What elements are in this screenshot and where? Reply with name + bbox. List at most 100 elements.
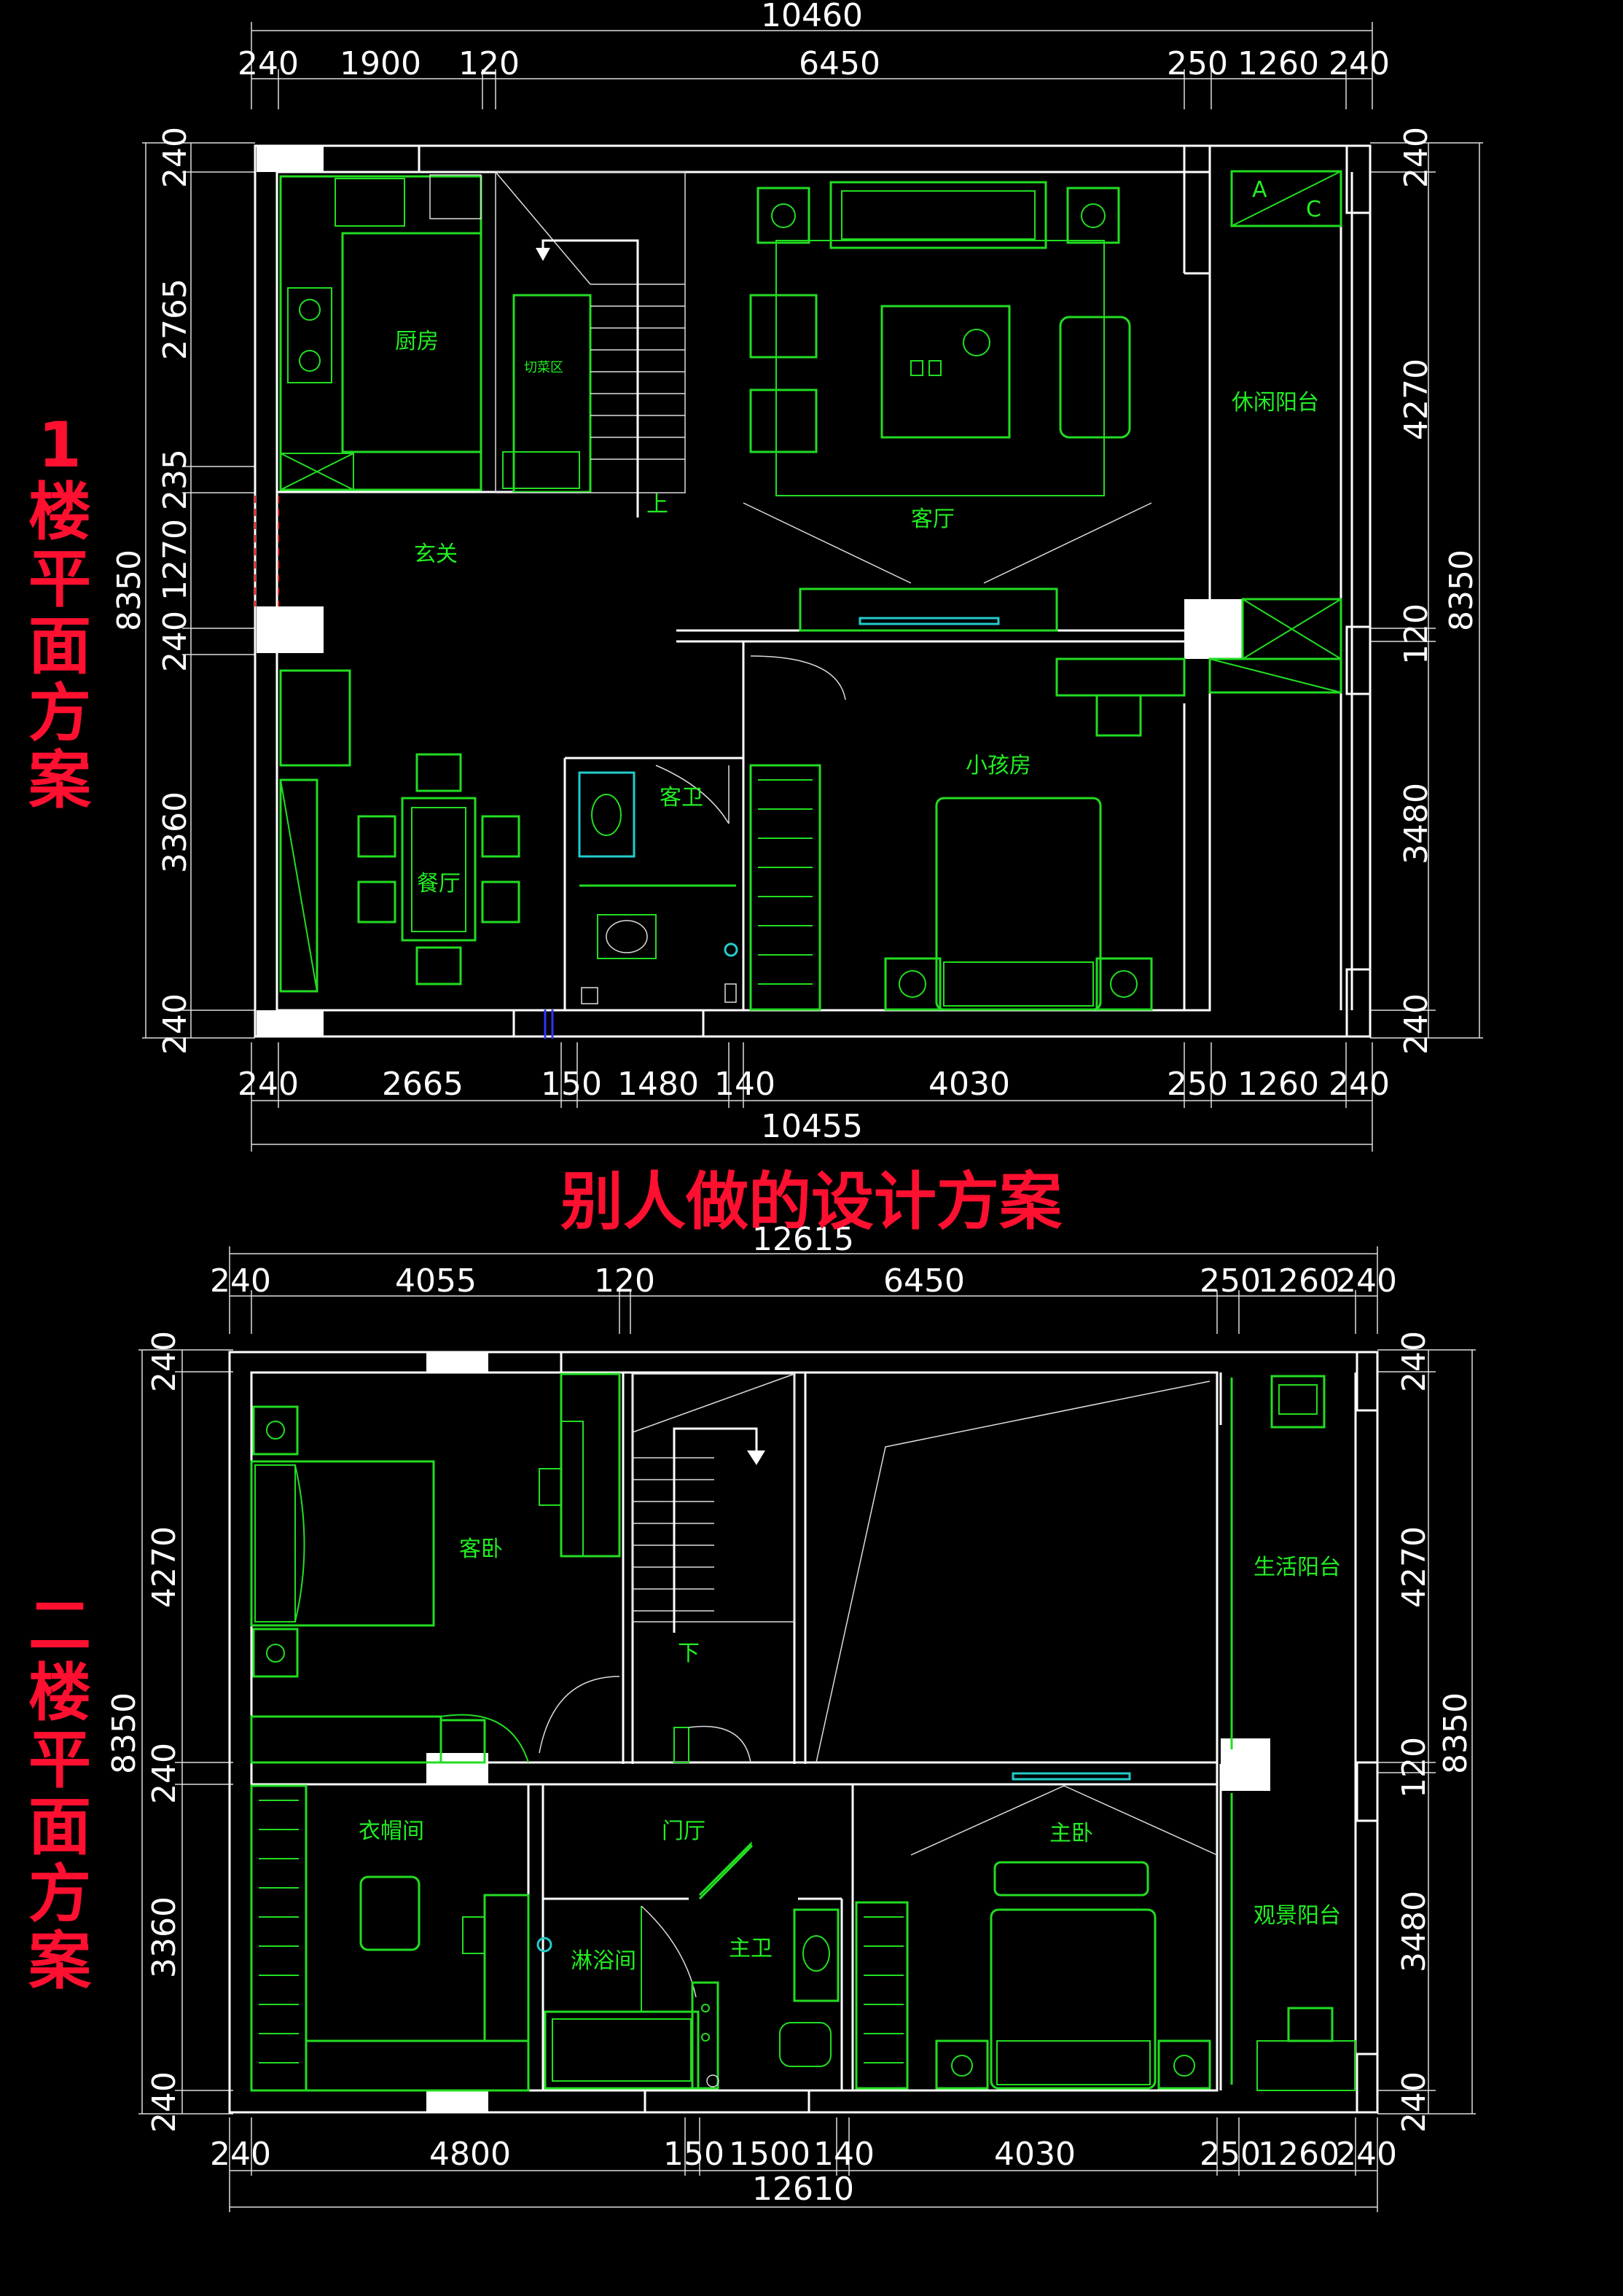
floor1-top-dim: 6450 bbox=[799, 45, 880, 82]
floor2-top-dim: 250 bbox=[1200, 1262, 1261, 1300]
floor1-top-dim: 240 bbox=[238, 45, 299, 82]
floor2-top-dimensions: 12615 240 4055 120 6450 250 1260 240 bbox=[210, 1221, 1397, 1334]
room-label-prep-area: 切菜区 bbox=[524, 360, 563, 375]
floor1-room-labels: 厨房 切菜区 客厅 休闲阳台 玄关 客卫 小孩房 餐厅 上 bbox=[395, 329, 1319, 897]
floor1-top-dim: 120 bbox=[458, 45, 520, 82]
room-label-shower: 淋浴间 bbox=[571, 1948, 636, 1974]
floor1-left-total: 8350 bbox=[111, 550, 148, 631]
floor2-bottom-dim: 240 bbox=[210, 2136, 271, 2173]
floor2-right-dim: 3480 bbox=[1396, 1891, 1433, 1972]
floor2-master-bedroom bbox=[855, 1772, 1218, 2090]
floor2-room-labels: 客卧 生活阳台 衣帽间 门厅 主卧 观景阳台 淋浴间 主卫 下 bbox=[359, 1536, 1341, 1974]
floor1-top-dim: 250 bbox=[1167, 45, 1228, 82]
floor2-right-dimensions: 8350 240 4270 120 3480 240 bbox=[1377, 1331, 1476, 2133]
floor2-left-dim: 240 bbox=[146, 1331, 183, 1392]
floor2-bottom-dim: 4030 bbox=[994, 2136, 1076, 2173]
floor2-left-total: 8350 bbox=[106, 1692, 143, 1774]
floor1-bottom-total: 10455 bbox=[761, 1108, 863, 1145]
floor2-top-dim: 6450 bbox=[883, 1262, 965, 1300]
floor1-bottom-dim: 140 bbox=[714, 1066, 775, 1103]
floor2-right-total: 8350 bbox=[1437, 1692, 1474, 1774]
room-label-guest-bedroom: 客卧 bbox=[459, 1536, 503, 1562]
floor2-plan: 12615 240 4055 120 6450 250 1260 240 835… bbox=[106, 1221, 1476, 2212]
floor1-right-dim: 240 bbox=[1398, 993, 1435, 1055]
floor2-top-total: 12615 bbox=[752, 1221, 854, 1258]
floor1-plan: 10460 240 1900 120 6450 250 1260 240 835… bbox=[111, 0, 1483, 1152]
floor1-bottom-dim: 150 bbox=[541, 1066, 602, 1103]
floor1-bottom-dim: 2665 bbox=[382, 1066, 464, 1103]
floor2-left-dim: 4270 bbox=[146, 1526, 183, 1608]
floor2-top-dim: 240 bbox=[210, 1262, 271, 1300]
floor2-walls bbox=[228, 1351, 1379, 2114]
floor2-right-dim: 240 bbox=[1396, 1331, 1433, 1392]
floor2-stairs bbox=[632, 1373, 795, 1763]
floor2-top-dim: 240 bbox=[1336, 1262, 1397, 1300]
room-label-guest-bath: 客卫 bbox=[660, 785, 703, 811]
floor1-right-dimensions: 8350 240 4270 120 3480 240 bbox=[1370, 127, 1483, 1055]
room-label-master-bath: 主卫 bbox=[729, 1936, 773, 1961]
floor1-left-dim: 240 bbox=[157, 611, 194, 672]
floor2-bottom-dim: 240 bbox=[1336, 2136, 1397, 2173]
floor2-top-dim: 4055 bbox=[395, 1262, 477, 1300]
floor1-left-dim: 240 bbox=[157, 993, 194, 1055]
floor2-left-dim: 3360 bbox=[146, 1897, 183, 1978]
floor1-bottom-dim: 240 bbox=[238, 1066, 299, 1103]
floor2-right-dim: 240 bbox=[1396, 2072, 1433, 2133]
floor1-dining bbox=[279, 669, 520, 993]
floor1-top-dim: 1260 bbox=[1237, 45, 1319, 82]
floor2-left-dim: 240 bbox=[146, 2072, 183, 2133]
room-label-living: 客厅 bbox=[911, 507, 955, 532]
floor2-cloakroom bbox=[250, 1784, 530, 2092]
stairs-up-mark: 上 bbox=[646, 492, 668, 518]
floor1-bottom-dim: 250 bbox=[1167, 1066, 1228, 1103]
room-label-view-balcony: 观景阳台 bbox=[1254, 1903, 1341, 1929]
floor1-guest-bath bbox=[544, 765, 738, 1039]
room-label-cloakroom: 衣帽间 bbox=[359, 1819, 424, 1844]
floor2-bottom-dimensions: 240 4800 150 1500 140 4030 250 1260 240 … bbox=[210, 2117, 1397, 2212]
floor2-top-dim: 1260 bbox=[1258, 1262, 1340, 1300]
floor1-bottom-dimensions: 240 2665 150 1480 140 4030 250 1260 240 … bbox=[238, 1042, 1390, 1152]
cabinet-label-a: A bbox=[1252, 177, 1267, 203]
floor1-kitchen bbox=[279, 174, 592, 493]
floor1-top-dim: 1900 bbox=[340, 45, 421, 82]
floor1-balcony: A C bbox=[1208, 170, 1342, 694]
floor2-view-balcony bbox=[1230, 1793, 1356, 2091]
room-label-master-bedroom: 主卧 bbox=[1049, 1821, 1093, 1846]
floor2-utility-balcony bbox=[1230, 1375, 1326, 1749]
cabinet-label-c: C bbox=[1306, 197, 1321, 222]
floor1-walls bbox=[254, 144, 1372, 1038]
room-label-kitchen: 厨房 bbox=[395, 329, 439, 354]
floor1-bottom-dim: 240 bbox=[1329, 1066, 1390, 1103]
center-title: 别人做的设计方案 bbox=[560, 1165, 1063, 1238]
floor1-top-total: 10460 bbox=[761, 0, 863, 34]
floor1-living-room bbox=[743, 181, 1152, 632]
floor1-right-dim: 120 bbox=[1398, 604, 1435, 665]
floor2-guest-bedroom bbox=[250, 1372, 621, 1764]
floor1-top-dimensions: 10460 240 1900 120 6450 250 1260 240 bbox=[238, 0, 1390, 109]
floor1-left-dim: 240 bbox=[157, 127, 194, 188]
floor2-bottom-total: 12610 bbox=[752, 2171, 854, 2208]
room-label-utility-balcony: 生活阳台 bbox=[1254, 1555, 1341, 1580]
floor1-left-dim: 1270 bbox=[157, 519, 194, 601]
floor1-left-dim: 2765 bbox=[157, 278, 194, 360]
floor1-kids-room bbox=[749, 655, 1186, 1011]
floor2-bathroom bbox=[536, 1841, 840, 2090]
floor1-bottom-dim: 4030 bbox=[928, 1066, 1010, 1103]
floor1-left-dim: 3360 bbox=[157, 792, 194, 873]
room-label-foyer: 门厅 bbox=[662, 1819, 705, 1844]
stairs-down-mark: 下 bbox=[678, 1641, 700, 1666]
floor1-bottom-dim: 1260 bbox=[1237, 1066, 1319, 1103]
floor1-top-dim: 240 bbox=[1329, 45, 1390, 82]
room-label-kids-room: 小孩房 bbox=[966, 753, 1031, 778]
floor1-left-dim: 235 bbox=[157, 449, 194, 510]
floor1-right-dim: 240 bbox=[1398, 127, 1435, 188]
room-label-dining: 餐厅 bbox=[417, 871, 461, 897]
floor2-right-dim: 4270 bbox=[1396, 1526, 1433, 1608]
floor2-right-dim: 120 bbox=[1396, 1737, 1433, 1798]
floor2-bottom-dim: 4800 bbox=[429, 2136, 511, 2173]
floor2-title: 二楼平面方案 bbox=[28, 1590, 92, 1998]
room-label-leisure-balcony: 休闲阳台 bbox=[1232, 390, 1319, 415]
